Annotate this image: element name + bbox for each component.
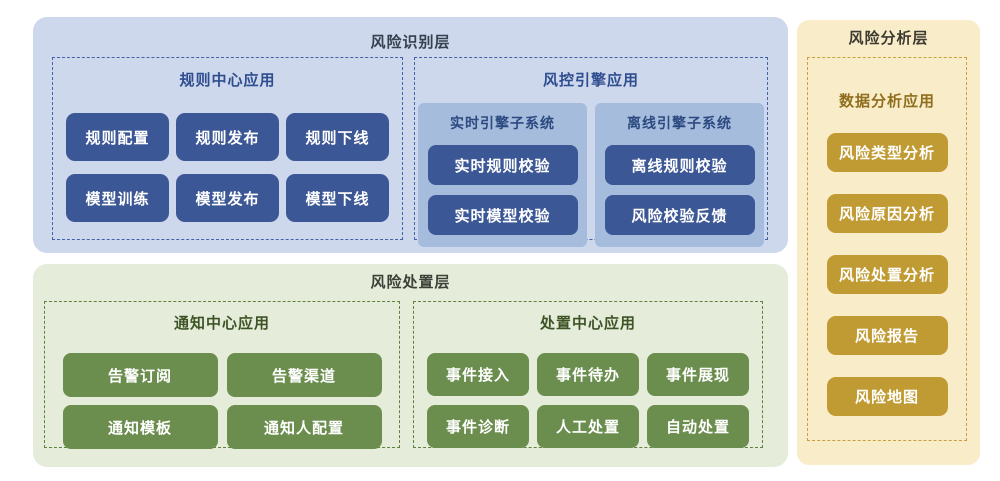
subsystem-title-realtime: 实时引擎子系统 [450, 116, 555, 132]
block-offline-rule-check: 离线规则校验 [604, 145, 755, 185]
engine-subsystems: 实时引擎子系统 实时规则校验 实时模型校验 离线引擎子系统 离线规则校验 风险校… [415, 103, 767, 247]
subsystem-title-offline: 离线引擎子系统 [627, 116, 732, 132]
block-risk-report: 风险报告 [826, 316, 948, 355]
group-title-risk-engine: 风控引擎应用 [542, 71, 639, 89]
group-risk-engine: 风控引擎应用 实时引擎子系统 实时规则校验 实时模型校验 离线引擎子系统 离线规… [414, 57, 768, 247]
block-notify-person-config: 通知人配置 [226, 405, 382, 449]
block-rule-publish: 规则发布 [176, 113, 279, 161]
layer-risk-analysis: 风险分析层 数据分析应用 风险类型分析 风险原因分析 风险处置分析 风险报告 风… [797, 20, 980, 465]
subsystem-realtime-engine: 实时引擎子系统 实时规则校验 实时模型校验 [418, 103, 587, 247]
block-model-publish: 模型发布 [176, 174, 279, 222]
subsystem-offline-engine: 离线引擎子系统 离线规则校验 风险校验反馈 [595, 103, 764, 247]
block-rule-config: 规则配置 [66, 113, 169, 161]
block-notify-template: 通知模板 [62, 405, 218, 449]
block-model-offline: 模型下线 [286, 174, 389, 222]
layer-risk-disposal: 风险处置层 通知中心应用 告警订阅 告警渠道 通知模板 通知人配置 处置中心应用… [33, 264, 788, 467]
layer-title-risk-disposal: 风险处置层 [370, 273, 451, 291]
block-auto-dispose: 自动处置 [647, 405, 749, 448]
block-risk-type-analysis: 风险类型分析 [826, 133, 948, 172]
block-event-access: 事件接入 [427, 353, 529, 396]
block-model-train: 模型训练 [66, 174, 169, 222]
block-manual-dispose: 人工处置 [537, 405, 639, 448]
group-title-data-analysis: 数据分析应用 [838, 92, 935, 110]
block-risk-map: 风险地图 [826, 377, 948, 416]
group-notify-center: 通知中心应用 告警订阅 告警渠道 通知模板 通知人配置 [44, 301, 400, 449]
group-title-dispose-center: 处置中心应用 [539, 314, 636, 332]
block-event-diagnose: 事件诊断 [427, 405, 529, 448]
block-realtime-rule-check: 实时规则校验 [427, 145, 578, 185]
layer-title-risk-identification: 风险识别层 [370, 33, 451, 51]
block-alert-subscribe: 告警订阅 [62, 353, 218, 397]
group-rule-center: 规则中心应用 规则配置 规则发布 规则下线 模型训练 模型发布 模型下线 [52, 57, 403, 240]
block-risk-check-feedback: 风险校验反馈 [604, 195, 755, 235]
group-title-notify-center: 通知中心应用 [173, 314, 270, 332]
group-dispose-center: 处置中心应用 事件接入 事件待办 事件展现 事件诊断 人工处置 自动处置 [413, 301, 763, 448]
layer-risk-identification: 风险识别层 规则中心应用 规则配置 规则发布 规则下线 模型训练 模型发布 模型… [33, 17, 788, 253]
block-event-display: 事件展现 [647, 353, 749, 396]
block-risk-dispose-analysis: 风险处置分析 [826, 255, 948, 294]
rule-center-button-grid: 规则配置 规则发布 规则下线 模型训练 模型发布 模型下线 [53, 113, 402, 222]
block-rule-offline: 规则下线 [286, 113, 389, 161]
block-event-todo: 事件待办 [537, 353, 639, 396]
block-risk-reason-analysis: 风险原因分析 [826, 194, 948, 233]
group-title-rule-center: 规则中心应用 [179, 71, 276, 89]
layer-title-risk-analysis: 风险分析层 [848, 29, 929, 47]
block-alert-channel: 告警渠道 [226, 353, 382, 397]
notify-center-button-grid: 告警订阅 告警渠道 通知模板 通知人配置 [45, 353, 399, 449]
data-analysis-button-stack: 风险类型分析 风险原因分析 风险处置分析 风险报告 风险地图 [808, 133, 966, 416]
dispose-center-button-grid: 事件接入 事件待办 事件展现 事件诊断 人工处置 自动处置 [414, 353, 762, 448]
block-realtime-model-check: 实时模型校验 [427, 195, 578, 235]
group-data-analysis: 数据分析应用 风险类型分析 风险原因分析 风险处置分析 风险报告 风险地图 [807, 57, 967, 441]
